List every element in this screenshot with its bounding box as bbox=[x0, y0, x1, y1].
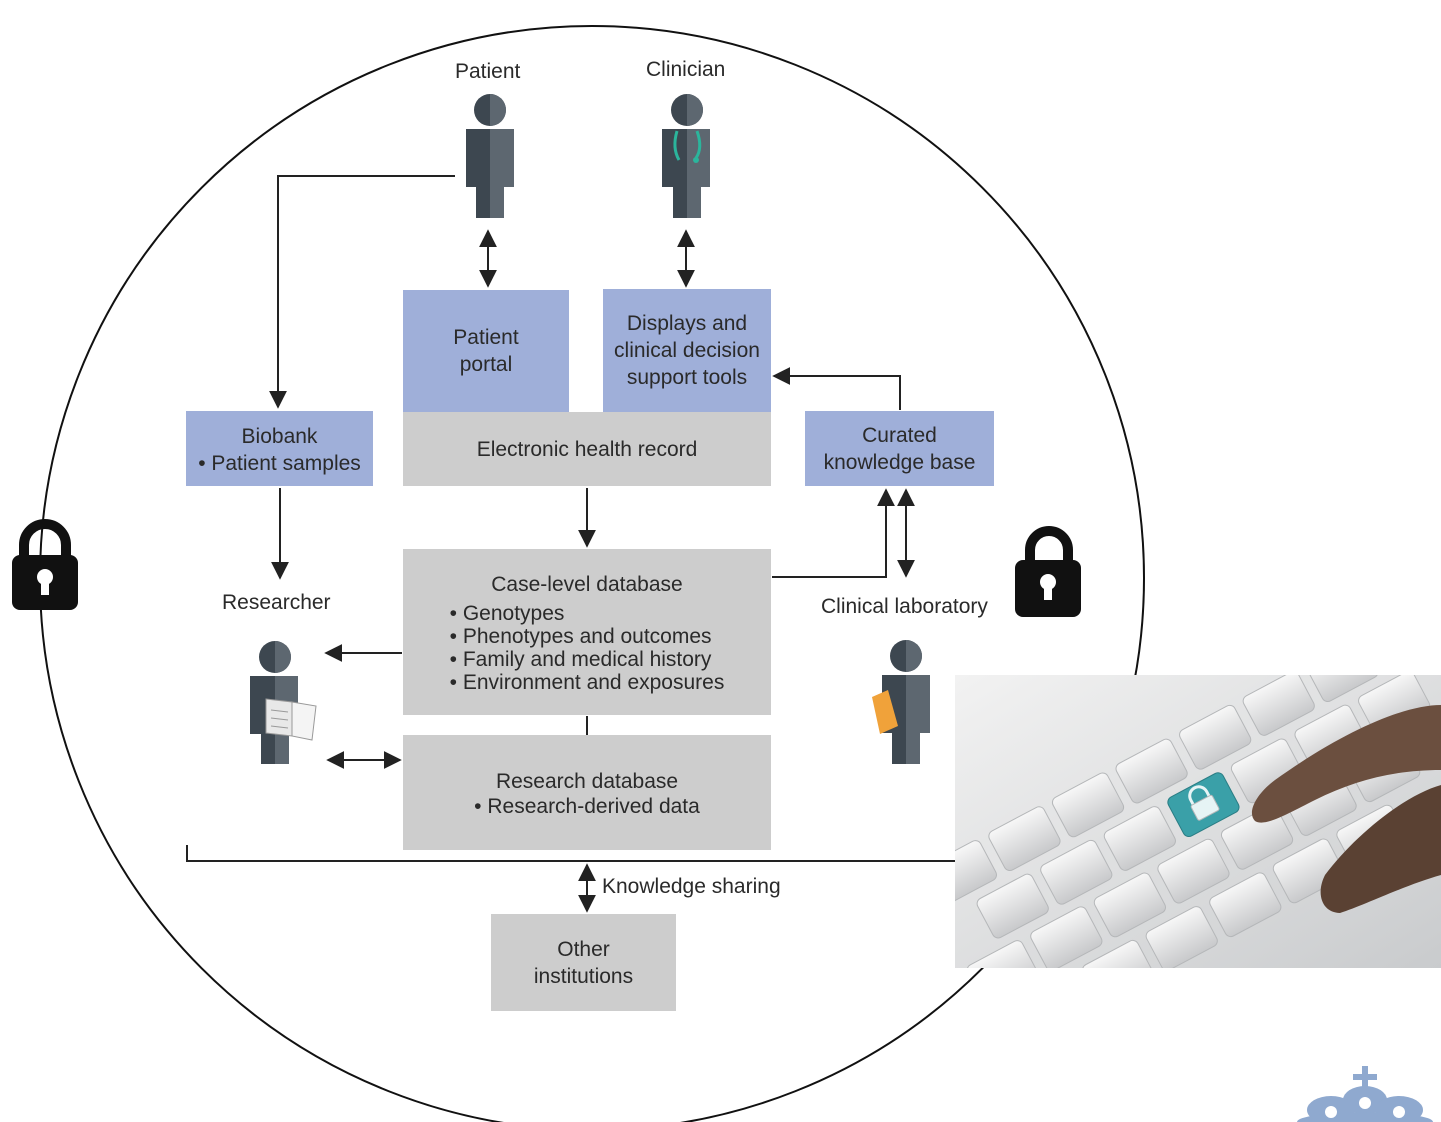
list-item: Phenotypes and outcomes bbox=[450, 625, 725, 648]
arrow-casedb-kb bbox=[772, 488, 895, 578]
list-item: Environment and exposures bbox=[450, 671, 725, 694]
book-icon bbox=[265, 698, 317, 741]
researcher-person-icon bbox=[250, 641, 317, 764]
arrow-kb-displays bbox=[772, 367, 901, 410]
curated-kb-line: knowledge base bbox=[823, 450, 976, 474]
list-item: Genotypes bbox=[450, 602, 725, 625]
other-institutions-line: institutions bbox=[533, 964, 634, 988]
displays-line: Displays and bbox=[626, 312, 748, 335]
patient-label: Patient bbox=[455, 60, 521, 83]
ehr-box: Electronic health record bbox=[403, 412, 771, 486]
displays-line: support tools bbox=[626, 366, 748, 389]
patient-portal-line: portal bbox=[459, 353, 513, 376]
displays-line: clinical decision bbox=[614, 339, 760, 362]
patient-portal-line: Patient bbox=[453, 326, 519, 349]
researcher-label: Researcher bbox=[222, 591, 331, 614]
lab-person-icon bbox=[872, 640, 930, 764]
knowledge-sharing-label: Knowledge sharing bbox=[602, 875, 781, 898]
list-item: Patient samples bbox=[198, 452, 360, 475]
patient-portal-box: Patient portal bbox=[403, 290, 569, 412]
case-db-list: Genotypes Phenotypes and outcomes Family… bbox=[450, 602, 725, 694]
case-level-database-box: Case-level database Genotypes Phenotypes… bbox=[403, 549, 771, 715]
research-db-title: Research database bbox=[495, 769, 679, 793]
case-db-title: Case-level database bbox=[491, 572, 683, 596]
clinician-person-icon bbox=[662, 94, 710, 218]
keyboard-lock-key-icon bbox=[955, 675, 1441, 968]
displays-box: Displays and clinical decision support t… bbox=[603, 289, 771, 412]
list-item: Research-derived data bbox=[474, 795, 699, 818]
biobank-list: Patient samples bbox=[198, 452, 360, 475]
curated-kb-box: Curated knowledge base bbox=[805, 411, 994, 486]
research-database-box: Research database Research-derived data bbox=[403, 735, 771, 850]
list-item: Family and medical history bbox=[450, 648, 725, 671]
keyboard-photo bbox=[955, 675, 1441, 968]
biobank-box: Biobank Patient samples bbox=[186, 411, 373, 486]
padlock-icon bbox=[1015, 526, 1081, 617]
arrow-patient-biobank bbox=[269, 175, 455, 409]
curated-kb-line: Curated bbox=[862, 423, 937, 447]
ehr-label: Electronic health record bbox=[476, 437, 698, 461]
patient-person-icon bbox=[466, 94, 514, 218]
flask-icon bbox=[872, 690, 898, 734]
clinician-label: Clinician bbox=[646, 58, 726, 81]
research-db-list: Research-derived data bbox=[474, 795, 699, 818]
clinical-laboratory-label: Clinical laboratory bbox=[821, 595, 988, 618]
padlock-icon bbox=[12, 519, 78, 610]
biobank-title: Biobank bbox=[241, 424, 318, 448]
stethoscope-icon bbox=[673, 130, 702, 161]
crown-crest-icon bbox=[1297, 1066, 1433, 1122]
other-institutions-box: Other institutions bbox=[491, 914, 676, 1011]
sharing-bracket bbox=[186, 845, 990, 862]
other-institutions-line: Other bbox=[557, 937, 610, 961]
